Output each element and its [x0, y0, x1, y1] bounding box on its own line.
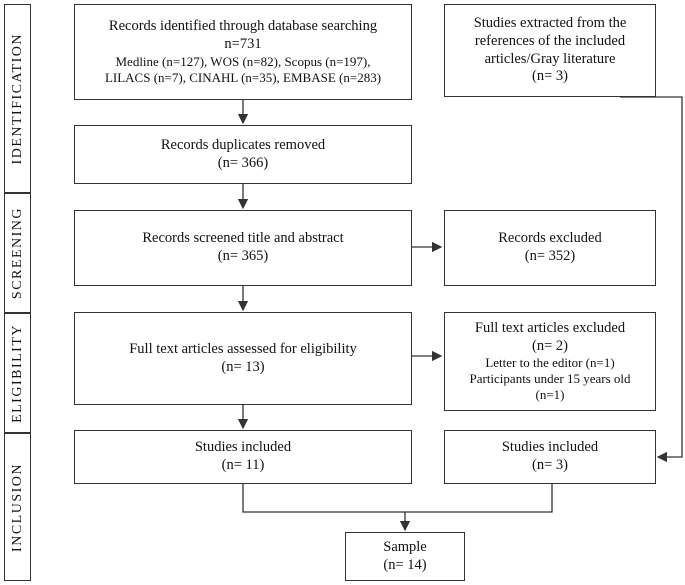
- records-excluded-count: (n= 352): [524, 248, 576, 264]
- database-search-box: Records identified through database sear…: [74, 4, 412, 100]
- fulltext-excluded-reason1: Letter to the editor (n=1): [485, 355, 615, 371]
- fulltext-excluded-title: Full text articles excluded: [474, 320, 626, 337]
- fulltext-title: Full text articles assessed for eligibil…: [129, 340, 357, 357]
- fulltext-count: (n= 13): [221, 358, 265, 375]
- included-left-count: (n= 11): [221, 457, 265, 473]
- references-line3: articles/Gray literature: [484, 50, 616, 67]
- arrow-references-to-included-right: [620, 96, 683, 463]
- database-title: Records identified through database sear…: [108, 18, 378, 35]
- database-sources-line1: Medline (n=127), WOS (n=82), Scopus (n=1…: [115, 53, 371, 69]
- references-count: (n= 3): [532, 68, 568, 85]
- included-right-title: Studies included: [501, 439, 599, 456]
- duplicates-title: Records duplicates removed: [160, 136, 326, 153]
- references-line2: references of the included: [474, 32, 626, 49]
- fulltext-excluded-box: Full text articles excluded (n= 2) Lette…: [444, 312, 656, 411]
- records-excluded-title: Records excluded: [498, 230, 602, 247]
- connector-included-left-to-sample: [242, 484, 405, 513]
- fulltext-assessed-box: Full text articles assessed for eligibil…: [74, 312, 412, 405]
- references-line1: Studies extracted from the: [473, 15, 627, 32]
- fulltext-excluded-count: (n= 2): [532, 337, 568, 354]
- database-count: n=731: [224, 36, 262, 53]
- connector-included-right-to-sample: [405, 484, 553, 513]
- included-left-box: Studies included (n= 11): [74, 430, 412, 484]
- duplicates-count: (n= 366): [217, 154, 269, 171]
- included-left-title: Studies included: [194, 439, 292, 456]
- screened-count: (n= 365): [217, 248, 269, 264]
- records-excluded-box: Records excluded (n= 352): [444, 210, 656, 286]
- phase-inclusion: INCLUSION: [4, 433, 31, 581]
- included-right-count: (n= 3): [532, 457, 568, 473]
- duplicates-box: Records duplicates removed (n= 366): [74, 125, 412, 184]
- sample-box: Sample (n= 14): [345, 532, 465, 581]
- phase-eligibility: ELIGIBILITY: [4, 313, 31, 433]
- phase-screening: SCREENING: [4, 193, 31, 313]
- sample-title: Sample: [383, 538, 427, 555]
- references-box: Studies extracted from the references of…: [444, 4, 656, 97]
- fulltext-excluded-reason2: Participants under 15 years old: [469, 371, 631, 387]
- included-right-box: Studies included (n= 3): [444, 430, 656, 484]
- fulltext-excluded-reason2-count: (n=1): [535, 387, 565, 403]
- database-sources-line2: LILACS (n=7), CINAHL (n=35), EMBASE (n=2…: [104, 69, 382, 85]
- phase-identification: IDENTIFICATION: [4, 4, 31, 193]
- screened-box: Records screened title and abstract (n= …: [74, 210, 412, 286]
- screened-title: Records screened title and abstract: [142, 230, 344, 247]
- sample-count: (n= 14): [383, 556, 427, 573]
